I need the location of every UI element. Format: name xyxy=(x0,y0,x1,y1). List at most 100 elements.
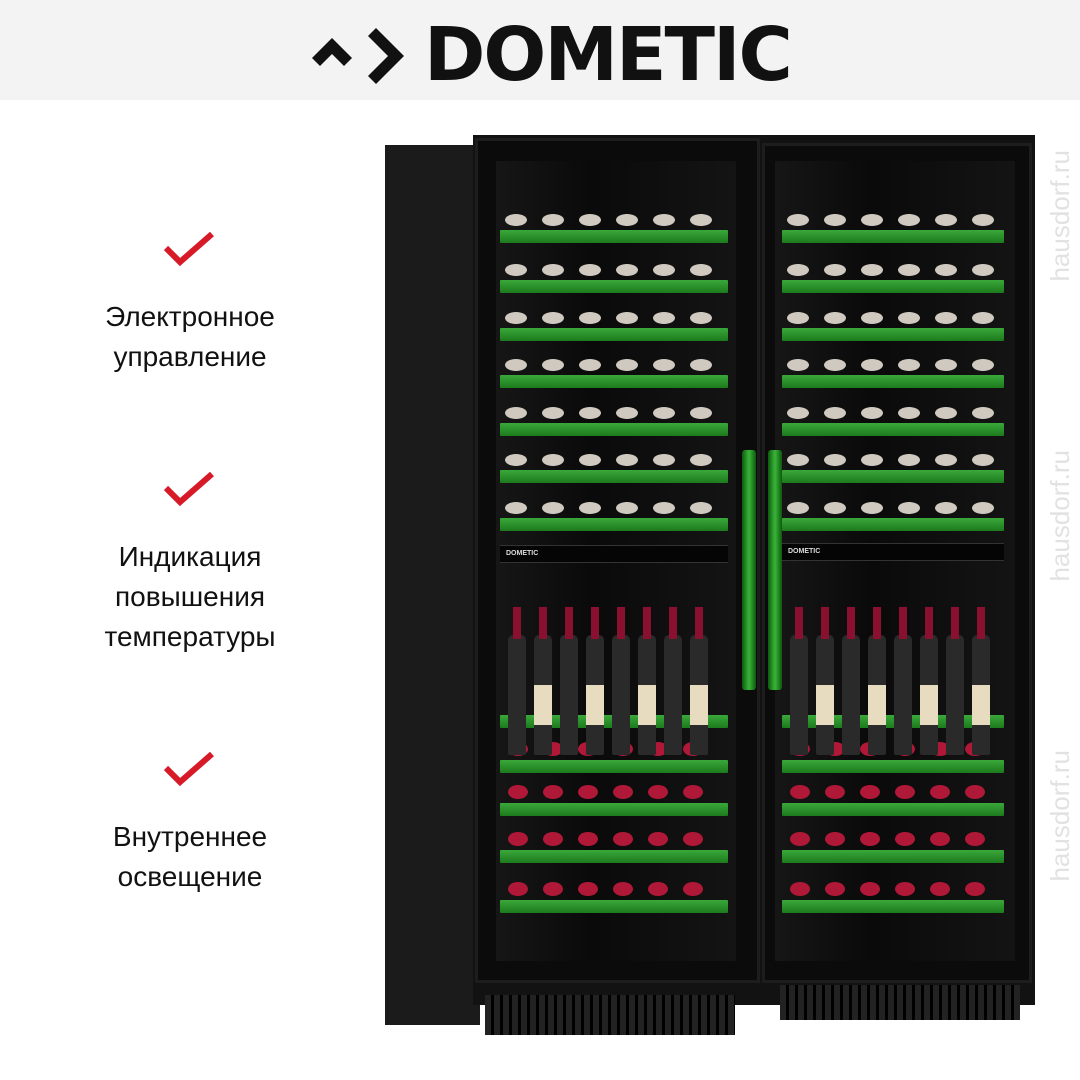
bottle xyxy=(965,832,985,846)
bottle xyxy=(543,785,563,799)
bottle xyxy=(505,312,527,324)
bottle xyxy=(579,214,601,226)
standing-bottle xyxy=(790,607,808,755)
control-panel-left: DOMETIC xyxy=(500,545,728,563)
bottle xyxy=(653,264,675,276)
bottle xyxy=(965,882,985,896)
bottle xyxy=(683,785,703,799)
panel-brand: DOMETIC xyxy=(506,550,539,557)
bottle xyxy=(505,407,527,419)
bottle xyxy=(861,502,883,514)
bottle xyxy=(578,882,598,896)
standing-bottle xyxy=(946,607,964,755)
bottle xyxy=(861,312,883,324)
bottle xyxy=(824,359,846,371)
standing-bottle xyxy=(586,607,604,755)
shelf xyxy=(782,803,1004,816)
bottle xyxy=(616,454,638,466)
vent-grille xyxy=(485,995,735,1035)
bottle xyxy=(505,264,527,276)
bottle xyxy=(787,264,809,276)
bottle xyxy=(690,407,712,419)
bottle xyxy=(861,264,883,276)
bottle xyxy=(972,407,994,419)
bottle xyxy=(930,832,950,846)
bottle xyxy=(860,882,880,896)
bottle xyxy=(616,312,638,324)
shelf xyxy=(500,850,728,863)
bottle xyxy=(543,832,563,846)
bottle xyxy=(653,214,675,226)
bottle xyxy=(790,882,810,896)
shelf xyxy=(500,230,728,243)
bottle xyxy=(898,214,920,226)
bottle xyxy=(653,407,675,419)
bottle xyxy=(972,454,994,466)
bottle xyxy=(579,454,601,466)
bottle xyxy=(825,832,845,846)
wine-cabinet-image: DOMETIC DOMETIC xyxy=(385,135,1035,1055)
shelf xyxy=(782,328,1004,341)
bottle xyxy=(965,785,985,799)
bottle xyxy=(860,785,880,799)
bottle xyxy=(690,359,712,371)
shelf xyxy=(782,280,1004,293)
bottle xyxy=(653,312,675,324)
bottle xyxy=(824,312,846,324)
bottle xyxy=(935,407,957,419)
shelf xyxy=(500,518,728,531)
bottle xyxy=(935,312,957,324)
standing-bottle xyxy=(920,607,938,755)
standing-bottle xyxy=(612,607,630,755)
bottle xyxy=(690,264,712,276)
bottle xyxy=(972,264,994,276)
brand-name: DOMETIC xyxy=(424,12,793,98)
bottle xyxy=(930,785,950,799)
bottle xyxy=(930,882,950,896)
shelf xyxy=(500,423,728,436)
bottle xyxy=(616,407,638,419)
checkmark-icon xyxy=(163,231,214,267)
bottle xyxy=(505,359,527,371)
bottle xyxy=(787,214,809,226)
feature-label: температуры xyxy=(104,621,276,652)
feature-interior-lighting: Внутреннее освещение xyxy=(60,750,320,897)
bottle xyxy=(542,407,564,419)
bottle xyxy=(616,502,638,514)
vent-grille xyxy=(780,985,1020,1020)
control-panel-right: DOMETIC xyxy=(782,543,1004,561)
right-door-handle xyxy=(768,450,782,690)
bottle xyxy=(895,882,915,896)
bottle xyxy=(898,407,920,419)
bottle xyxy=(616,359,638,371)
bottle xyxy=(972,312,994,324)
bottle xyxy=(861,359,883,371)
feature-label: освещение xyxy=(117,861,263,892)
watermark-text: hausdorf.ru xyxy=(1045,750,1075,882)
bottle xyxy=(860,832,880,846)
bottle xyxy=(898,312,920,324)
standing-bottle xyxy=(842,607,860,755)
bottle xyxy=(613,785,633,799)
feature-label: Электронное xyxy=(105,301,275,332)
bottle xyxy=(972,214,994,226)
dometic-logo-icon xyxy=(312,28,404,84)
bottle xyxy=(505,502,527,514)
standing-bottle xyxy=(508,607,526,755)
bottle xyxy=(579,312,601,324)
bottle xyxy=(824,407,846,419)
bottle xyxy=(648,882,668,896)
checkmark-icon xyxy=(163,471,214,507)
bottle xyxy=(648,785,668,799)
standing-bottle xyxy=(868,607,886,755)
bottle xyxy=(690,454,712,466)
bottle xyxy=(542,214,564,226)
bottle xyxy=(653,454,675,466)
bottle xyxy=(578,785,598,799)
bottle xyxy=(505,214,527,226)
bottle xyxy=(616,214,638,226)
bottle xyxy=(578,832,598,846)
feature-label: Индикация xyxy=(118,541,262,572)
shelf xyxy=(782,470,1004,483)
bottle xyxy=(579,407,601,419)
